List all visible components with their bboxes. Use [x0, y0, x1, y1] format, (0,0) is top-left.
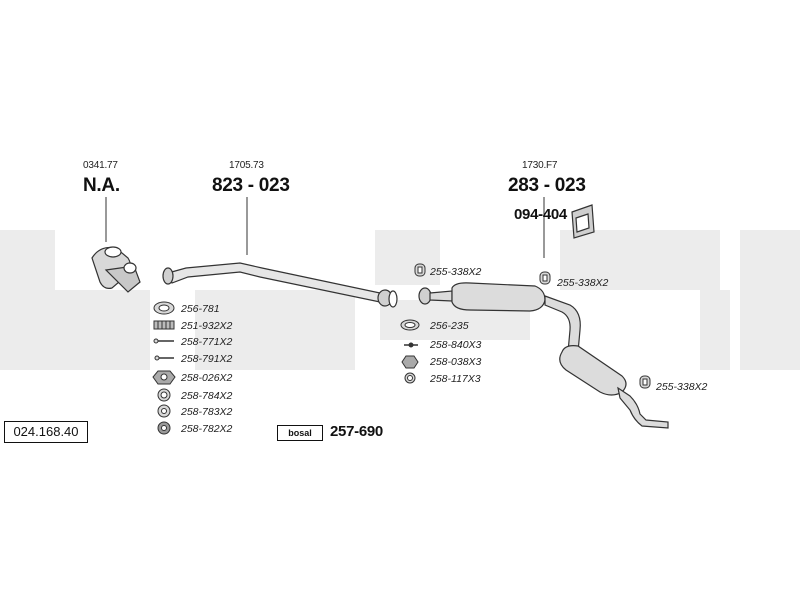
watermark-block: [700, 290, 730, 370]
middle-part-label: 258-840X3: [430, 339, 482, 351]
left-part-label: 258-782X2: [181, 423, 233, 435]
section-ref-1730: 1730.F7: [522, 160, 558, 171]
left-part-label: 258-791X2: [181, 353, 233, 365]
middle-pipe-drawing: [162, 262, 398, 308]
left-part-label: 256-781: [181, 303, 220, 315]
middle-part-label: 258-038X3: [430, 356, 482, 368]
left-part-label: 258-783X2: [181, 406, 233, 418]
silencer-drawing: [418, 282, 669, 429]
middle-part-label: 258-117X3: [430, 373, 481, 385]
watermark-block: [55, 290, 150, 370]
left-hardware-icons: [152, 301, 176, 435]
watermark-block: [195, 290, 355, 370]
bracket-part-number: 094-404: [514, 206, 567, 223]
left-part-label: 258-026X2: [181, 372, 233, 384]
diagram-id-box: 024.168.40: [4, 421, 88, 443]
section-part-823-023: 823 - 023: [212, 175, 290, 196]
section-ref-0341: 0341.77: [83, 160, 118, 171]
left-part-label: 251-932X2: [181, 320, 233, 332]
middle-part-label: 255-338X2: [430, 266, 482, 278]
right-part-label: 255-338X2: [656, 381, 708, 393]
bracket-drawing: [571, 204, 595, 239]
right-part-label: 255-338X2: [557, 277, 609, 289]
section-part-283-023: 283 - 023: [508, 175, 586, 196]
left-part-label: 258-784X2: [181, 390, 233, 402]
middle-hardware-icons: [400, 263, 426, 384]
middle-part-label: 256-235: [430, 320, 469, 332]
section-ref-1705: 1705.73: [229, 160, 264, 171]
front-pipe-drawing: [91, 246, 141, 293]
watermark-block: [740, 230, 800, 370]
watermark-block: [0, 230, 55, 370]
right-hanger-icons: [539, 271, 651, 389]
kit-bosal-box: bosal: [277, 425, 323, 441]
section-part-na: N.A.: [83, 175, 120, 196]
left-part-label: 258-771X2: [181, 336, 233, 348]
watermark-block: [375, 230, 440, 285]
watermark-block: [560, 230, 720, 290]
kit-part-number: 257-690: [330, 423, 383, 440]
